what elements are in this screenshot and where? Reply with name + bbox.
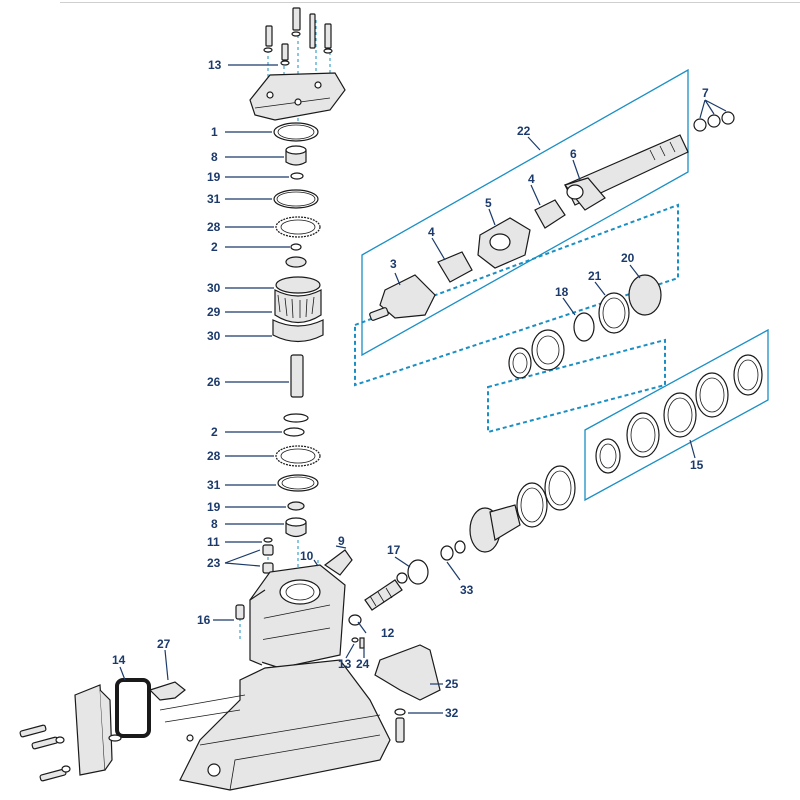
- linkage-27: [148, 681, 186, 701]
- u-joint-4-upper: [534, 199, 566, 229]
- callout-17: 17: [387, 543, 401, 557]
- group-dashed-outline-lower: [487, 338, 666, 434]
- plate-9: [323, 549, 353, 576]
- callout-2-top: 2: [211, 240, 218, 254]
- bracket-25: [374, 644, 441, 701]
- callout-18: 18: [555, 285, 569, 299]
- callout-19-bottom: 19: [207, 500, 221, 514]
- group-outlines: [354, 68, 769, 502]
- callout-4-lower: 4: [428, 225, 435, 239]
- bolt-icon: [292, 7, 301, 31]
- gear-29: [274, 289, 322, 324]
- callout-31-bottom: 31: [207, 478, 221, 492]
- bolt-icon: [309, 13, 316, 49]
- gear-housing: [179, 564, 391, 791]
- callout-15: 15: [690, 458, 704, 472]
- lower-housing-base: [179, 659, 391, 791]
- callout-32: 32: [445, 706, 459, 720]
- callout-25: 25: [445, 677, 459, 691]
- callout-22: 22: [517, 124, 531, 138]
- callout-31-top: 31: [207, 192, 221, 206]
- callout-8-bottom: 8: [211, 517, 218, 531]
- spring-17: [364, 579, 403, 611]
- callout-1: 1: [211, 125, 218, 139]
- callout-11: 11: [207, 535, 220, 549]
- callout-9: 9: [338, 534, 345, 548]
- callout-12: 12: [381, 626, 395, 640]
- callout-24: 24: [356, 657, 370, 671]
- callout-13-top: 13: [208, 58, 222, 72]
- plate: [74, 684, 106, 776]
- callout-28-bottom: 28: [207, 449, 221, 463]
- gear-30-upper: [275, 276, 321, 294]
- callout-20: 20: [621, 251, 635, 265]
- callout-labels: 13 1 8 19 31 28 2 30 29 30 26 2 28 31 19…: [112, 58, 709, 720]
- callout-16: 16: [197, 613, 211, 627]
- callout-2-bottom: 2: [211, 425, 218, 439]
- callout-27: 27: [157, 637, 171, 651]
- group-dashed-outline-upper: [354, 203, 679, 387]
- leader-lines: [119, 64, 727, 714]
- bolt-icon: [265, 25, 273, 47]
- callout-26: 26: [207, 375, 221, 389]
- callout-28-top: 28: [207, 220, 221, 234]
- callout-4-upper: 4: [528, 172, 535, 186]
- callout-33: 33: [460, 583, 474, 597]
- callout-30-bottom: 30: [207, 329, 221, 343]
- callout-23: 23: [207, 556, 221, 570]
- callout-10: 10: [300, 549, 314, 563]
- callout-3: 3: [390, 257, 397, 271]
- yoke-3: [379, 274, 436, 319]
- drive-shaft-assembly: [323, 111, 763, 611]
- shaft-26: [290, 354, 304, 398]
- callout-6: 6: [570, 147, 577, 161]
- callout-21: 21: [588, 269, 602, 283]
- gear-30-lower: [272, 319, 324, 343]
- bolt-icon: [281, 43, 289, 61]
- bolt-icon: [324, 23, 332, 49]
- callout-14: 14: [112, 653, 126, 667]
- o-ring-1: [273, 122, 319, 142]
- top-cover: [249, 72, 346, 121]
- nut-20: [628, 274, 662, 316]
- lower-left-parts: [19, 644, 441, 782]
- callout-5: 5: [485, 196, 492, 210]
- callout-8-top: 8: [211, 150, 218, 164]
- callout-30-top: 30: [207, 281, 221, 295]
- u-joint-4-lower: [437, 251, 473, 283]
- top-divider: [60, 2, 800, 3]
- top-cover-assembly: [249, 7, 346, 121]
- vertical-stack: [262, 122, 324, 574]
- callout-7: 7: [702, 86, 709, 100]
- group-15-outline: [584, 328, 769, 502]
- callout-19-top: 19: [207, 170, 221, 184]
- callout-29: 29: [207, 305, 221, 319]
- callout-13-bottom: 13: [338, 657, 352, 671]
